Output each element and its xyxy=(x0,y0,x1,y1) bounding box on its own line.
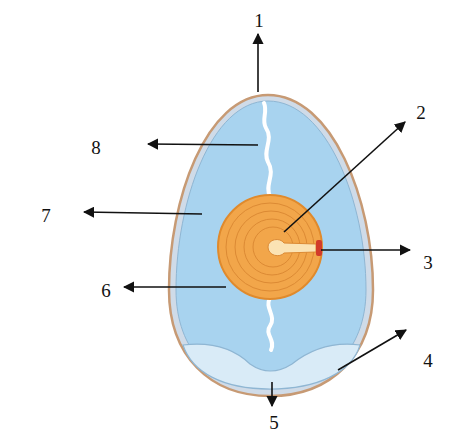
callout-number: 3 xyxy=(421,252,435,273)
leader-arrow xyxy=(321,249,410,251)
callout-number: 4 xyxy=(421,350,435,371)
callout-number: 6 xyxy=(99,280,113,301)
leader-arrow xyxy=(84,212,202,214)
leader-arrow xyxy=(257,34,259,92)
callout-number: 8 xyxy=(89,137,103,158)
callout-number: 7 xyxy=(39,205,53,226)
latebra xyxy=(268,240,316,256)
leader-arrow xyxy=(148,144,258,145)
callout-number: 5 xyxy=(267,412,281,433)
leader-arrow xyxy=(338,330,406,370)
chalaza xyxy=(268,298,272,350)
germinal-disc xyxy=(316,240,322,256)
chalaza xyxy=(264,103,271,196)
leader-arrow xyxy=(271,382,273,406)
callout-number: 1 xyxy=(252,10,266,31)
callout-number: 2 xyxy=(414,102,428,123)
shell xyxy=(169,95,373,396)
leader-arrow xyxy=(124,286,226,288)
leader-arrow xyxy=(284,122,405,232)
